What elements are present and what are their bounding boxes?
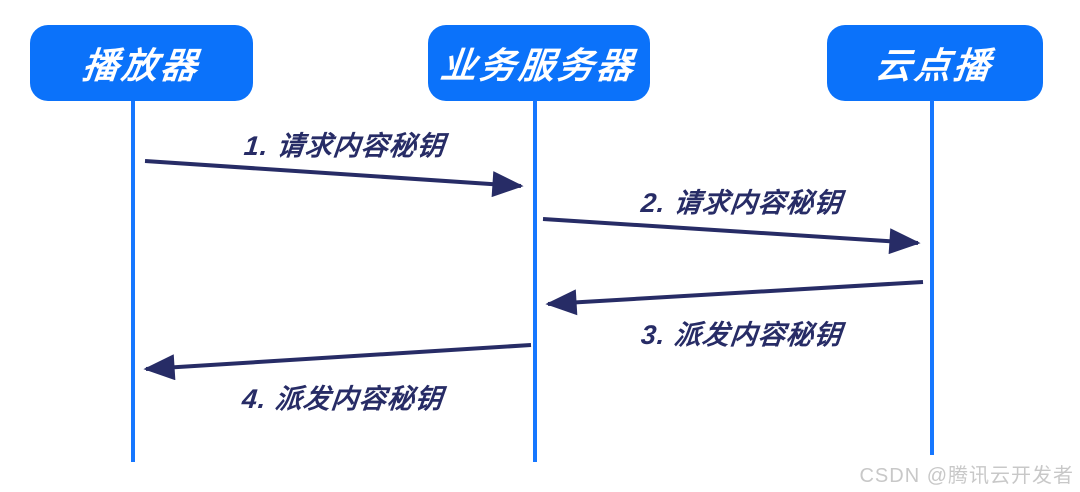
message-label-2: 2. 请求内容秘钥 <box>639 188 844 218</box>
message-arrow-1 <box>144 159 524 198</box>
message-arrow-4 <box>143 343 532 381</box>
message-arrow-2 <box>542 217 921 255</box>
message-label-4: 4. 派发内容秘钥 <box>240 384 445 414</box>
message-label-3: 3. 派发内容秘钥 <box>639 320 844 350</box>
actor-box-business-server: 业务服务器 <box>428 25 650 101</box>
message-arrow-3 <box>545 280 924 316</box>
watermark: CSDN @腾讯云开发者 <box>859 465 1074 487</box>
actor-box-cloud-vod: 云点播 <box>827 25 1043 101</box>
message-label-1: 1. 请求内容秘钥 <box>242 131 447 161</box>
actor-box-player: 播放器 <box>30 25 253 101</box>
